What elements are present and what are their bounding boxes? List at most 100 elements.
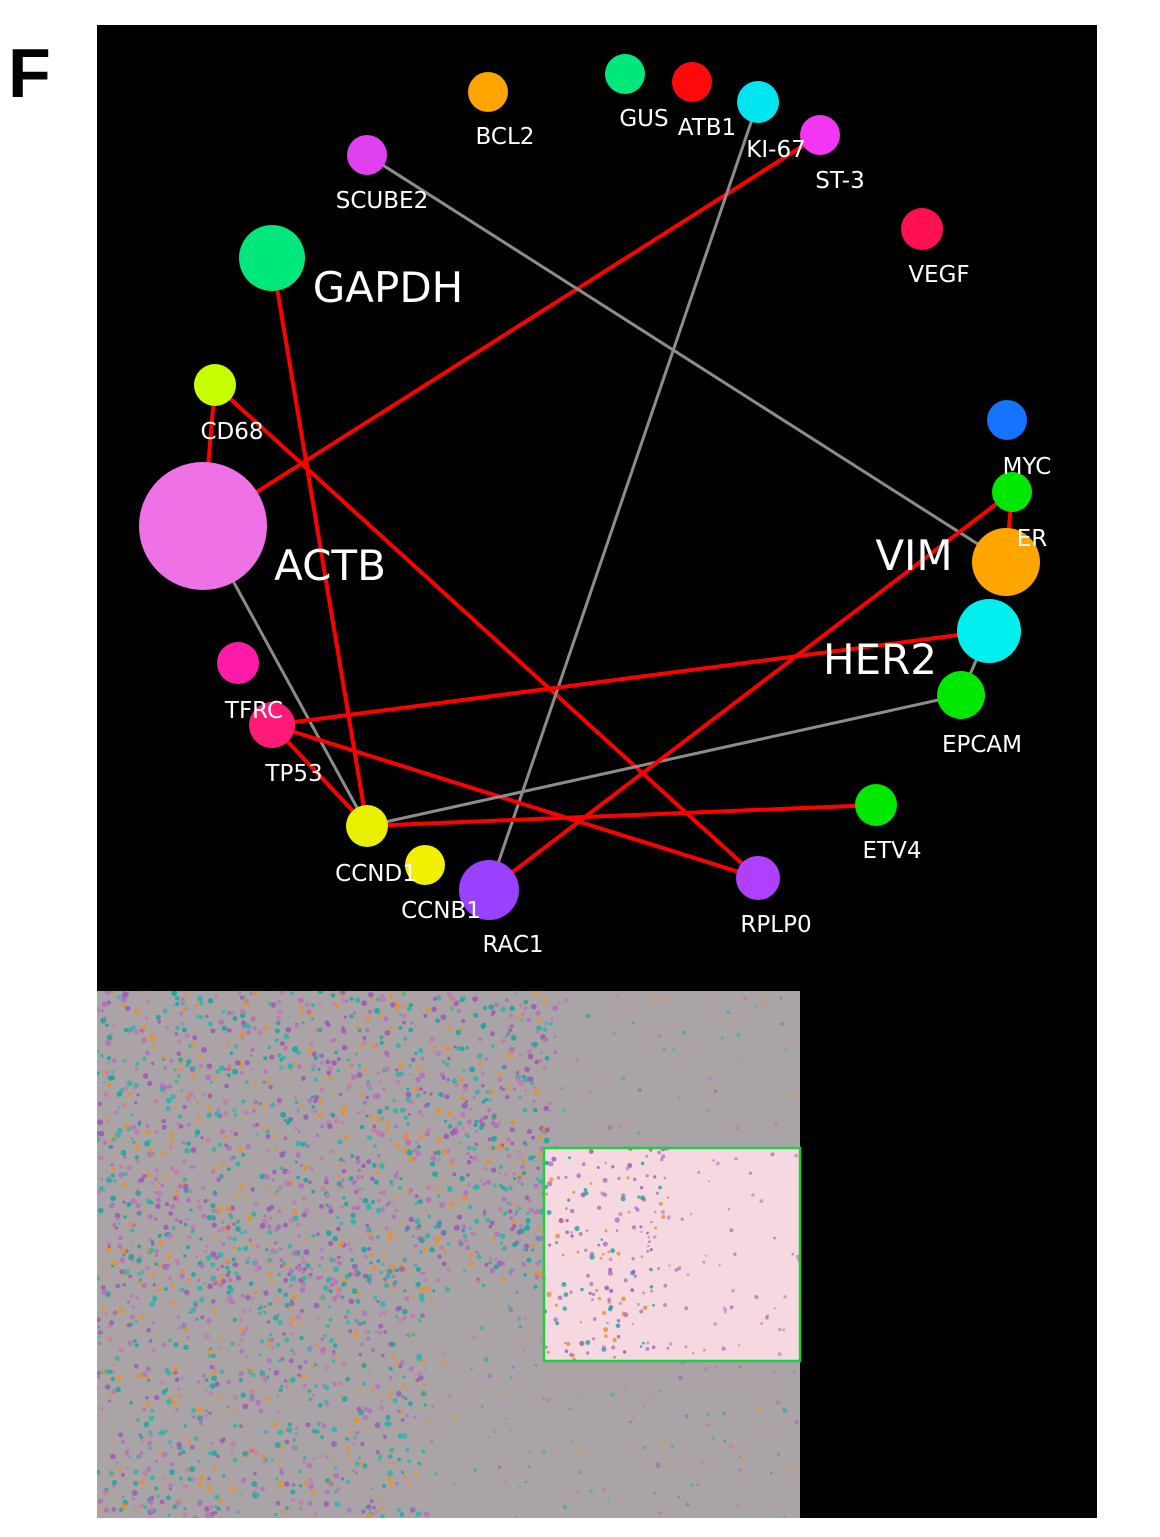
cell-dot [332, 1457, 337, 1462]
cell-dot [435, 1018, 440, 1024]
cell-dot [179, 1273, 185, 1279]
cell-dot [240, 1293, 245, 1298]
cell-dot [133, 1469, 139, 1475]
cell-dot [336, 1287, 343, 1293]
cell-dot [505, 1085, 510, 1091]
cell-dot [407, 1483, 411, 1487]
cell-dot [183, 1222, 188, 1227]
cell-dot [645, 1347, 650, 1351]
cell-dot [508, 1209, 513, 1214]
cell-dot [653, 1491, 656, 1495]
cell-dot [360, 1092, 365, 1097]
cell-dot [211, 1166, 217, 1171]
cell-dot [484, 1097, 489, 1102]
cell-dot [143, 1421, 150, 1428]
cell-dot [366, 1336, 371, 1341]
inset-background [544, 1148, 800, 1361]
cell-dot [141, 1270, 145, 1275]
cell-dot [214, 1504, 218, 1509]
cell-dot [146, 1139, 152, 1145]
cell-dot [611, 1165, 615, 1169]
cell-dot [564, 1175, 568, 1179]
cell-dot [110, 991, 115, 995]
cell-dot [97, 1375, 101, 1379]
cell-dot [219, 1369, 225, 1375]
cell-dot [200, 1186, 206, 1191]
cell-dot [351, 1181, 356, 1185]
cell-dot [190, 1211, 193, 1215]
cell-dot [230, 1341, 235, 1347]
cell-dot [370, 1487, 373, 1490]
cell-dot [341, 1044, 348, 1051]
cell-dot [724, 1311, 727, 1314]
cell-dot [305, 1263, 311, 1269]
cell-dot [348, 1176, 354, 1182]
cell-dot [538, 1150, 543, 1155]
cell-dot [288, 1358, 294, 1364]
cell-dot [136, 1187, 140, 1191]
cell-dot [399, 1360, 405, 1366]
cell-dot [496, 1071, 501, 1076]
cell-dot [185, 1217, 190, 1222]
cell-dot [435, 1158, 440, 1163]
cell-dot [226, 1476, 230, 1480]
cell-dot [197, 1204, 203, 1211]
cell-dot [291, 1250, 298, 1256]
cell-dot [121, 1003, 126, 1008]
cell-dot [759, 1199, 764, 1203]
cell-dot [330, 993, 336, 998]
cell-dot [589, 1489, 594, 1493]
cell-dot [308, 1180, 312, 1184]
cell-dot [608, 1257, 613, 1262]
cell-dot [217, 1438, 221, 1441]
cell-dot [173, 1370, 178, 1375]
cell-dot [353, 1435, 357, 1440]
cell-dot [460, 1111, 466, 1118]
cell-dot [107, 1369, 113, 1375]
cell-dot [299, 1287, 306, 1293]
cell-dot [284, 1302, 290, 1308]
cell-dot [534, 1270, 540, 1276]
cell-dot [361, 1320, 366, 1325]
cell-dot [447, 1393, 452, 1398]
cell-dot [765, 1314, 770, 1318]
cell-dot [112, 1179, 117, 1183]
cell-dot [340, 1120, 344, 1125]
cell-dot [235, 1226, 241, 1232]
cell-dot [440, 1014, 447, 1020]
cell-dot [209, 1081, 213, 1084]
cell-dot [419, 1297, 425, 1303]
cell-dot [297, 1373, 301, 1378]
cell-dot [223, 1134, 229, 1139]
cell-dot [285, 1026, 292, 1033]
cell-dot [251, 1373, 256, 1378]
cell-dot [677, 1495, 680, 1499]
cell-dot [186, 1059, 192, 1065]
cell-dot [145, 1124, 150, 1128]
cell-dot [197, 1476, 201, 1480]
cell-dot [499, 1086, 503, 1090]
cell-dot [217, 1251, 224, 1258]
cell-dot [125, 1479, 128, 1482]
cell-dot [449, 1157, 455, 1163]
cell-dot [290, 991, 295, 996]
cell-dot [154, 1130, 159, 1135]
cell-dot [513, 991, 517, 995]
cell-dot [97, 1190, 101, 1196]
cell-dot [694, 1048, 698, 1052]
cell-dot [226, 1167, 231, 1172]
cell-dot [310, 1489, 317, 1495]
cell-dot [172, 1004, 175, 1008]
cell-dot [154, 1190, 158, 1194]
cell-dot [331, 1060, 337, 1066]
cell-dot [374, 1093, 381, 1100]
cell-dot [184, 1147, 191, 1154]
cell-dot [365, 1080, 370, 1085]
cell-dot [332, 1001, 336, 1005]
cell-dot [303, 1360, 308, 1364]
cell-dot [379, 1505, 385, 1511]
cell-dot [263, 1173, 270, 1180]
cell-dot [533, 1085, 537, 1089]
cell-dot [101, 1307, 107, 1312]
cell-dot [222, 1473, 226, 1478]
